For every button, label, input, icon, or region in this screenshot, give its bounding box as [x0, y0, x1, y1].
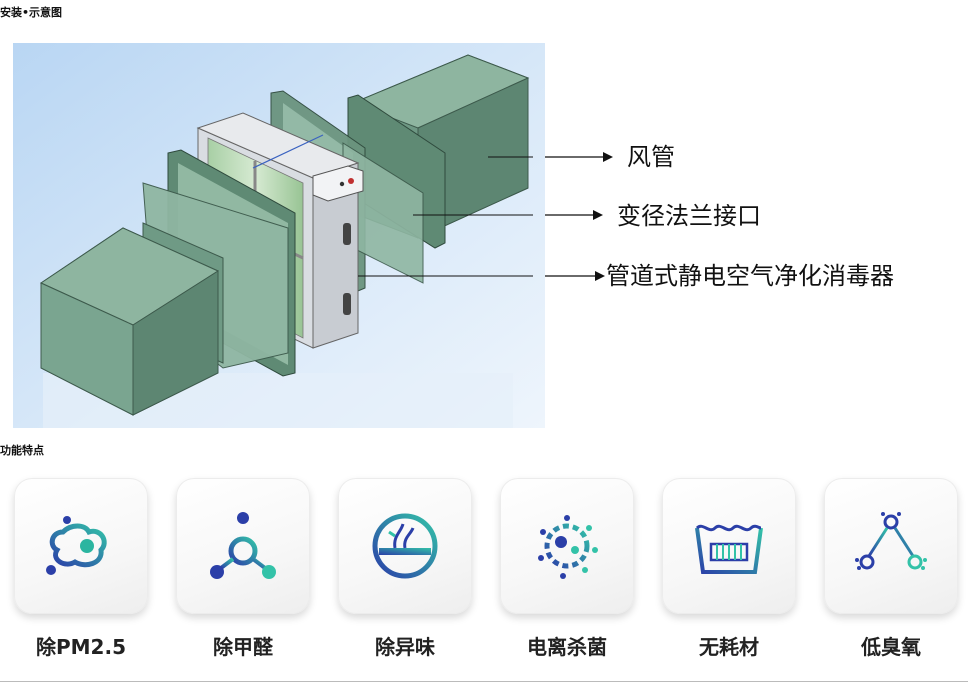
formaldehyde-molecule-icon — [210, 512, 276, 579]
callout-air-duct: 风管 — [627, 143, 675, 171]
features-heading: 功能特点 — [0, 444, 44, 457]
feature-card-formaldehyde — [176, 478, 310, 614]
duct-installation-illustration — [13, 43, 545, 428]
feature-label-pm25: 除PM2.5 — [36, 635, 126, 659]
feature-label-odor: 除异味 — [375, 635, 435, 659]
feature-card-pm25 — [14, 478, 148, 614]
feature-card-no-consumables — [662, 478, 796, 614]
feature-label-formaldehyde: 除甲醛 — [213, 635, 273, 659]
pm25-cloud-icon — [46, 516, 107, 575]
ionization-sterilize-icon — [538, 515, 598, 579]
no-consumables-icon — [695, 524, 763, 574]
callout-reducer-flange: 变径法兰接口 — [617, 202, 761, 230]
feature-label-ionization: 电离杀菌 — [527, 635, 607, 659]
install-diagram-heading: 安装•示意图 — [0, 6, 63, 19]
feature-card-ionization — [500, 478, 634, 614]
callout-arrows — [545, 152, 613, 281]
divider — [0, 681, 968, 682]
feature-label-no-consumables: 无耗材 — [699, 635, 759, 659]
callout-purifier: 管道式静电空气净化消毒器 — [606, 262, 894, 290]
feature-label-low-ozone: 低臭氧 — [861, 635, 921, 659]
installation-diagram — [13, 43, 545, 428]
odor-removal-icon — [372, 513, 438, 579]
low-ozone-icon — [855, 512, 927, 570]
feature-card-low-ozone — [824, 478, 958, 614]
feature-card-odor — [338, 478, 472, 614]
